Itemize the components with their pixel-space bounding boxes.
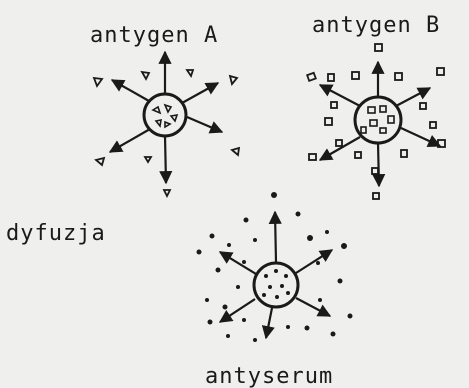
- antiserum-label: antyserum: [205, 364, 333, 388]
- antigen-a-arrows: [110, 52, 222, 183]
- antigen-b-arrows: [320, 62, 440, 186]
- antigen-b-label: antygen B: [312, 13, 440, 38]
- antigen-b-well: [307, 44, 445, 199]
- antigen-a-label: antygen A: [90, 23, 218, 48]
- diffusion-label: dyfuzja: [6, 221, 106, 246]
- antiserum-arrows: [220, 212, 332, 338]
- antigen-b-squares: [307, 44, 445, 199]
- antiserum-well: [197, 192, 353, 342]
- antigen-a-well: [94, 52, 239, 196]
